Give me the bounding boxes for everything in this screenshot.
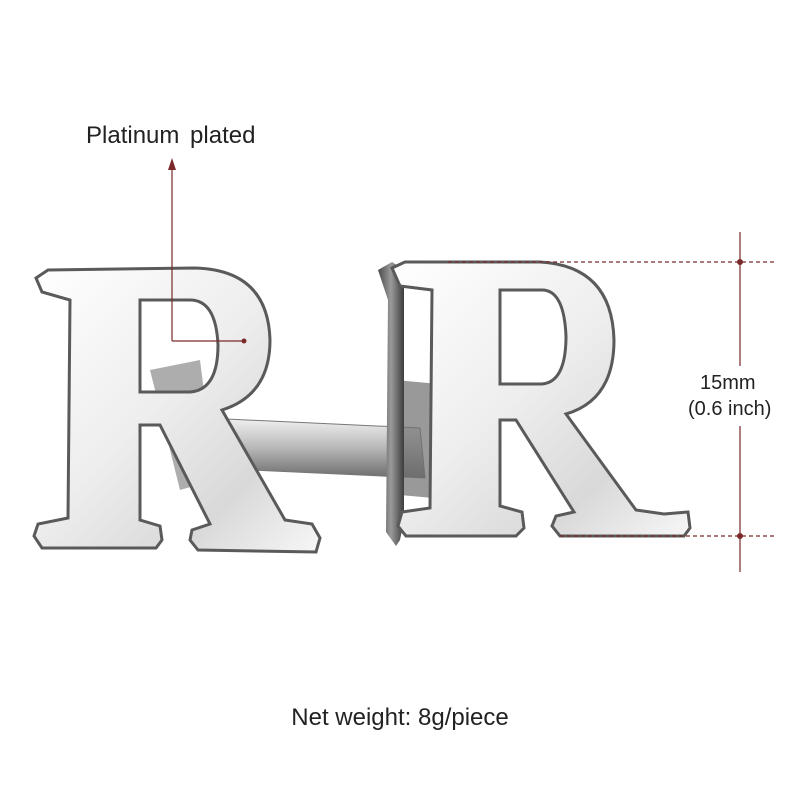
left-letter: [32, 266, 322, 554]
net-weight-label: Net weight: 8g/piece: [291, 704, 509, 731]
right-letter: [378, 260, 692, 546]
height-mm-label: 15mm: [700, 372, 756, 394]
height-inch-label: (0.6 inch): [688, 398, 772, 420]
height-dimension: [448, 232, 776, 572]
plating-label: Platinum plated: [86, 122, 256, 149]
plating-pointer: [168, 158, 247, 344]
